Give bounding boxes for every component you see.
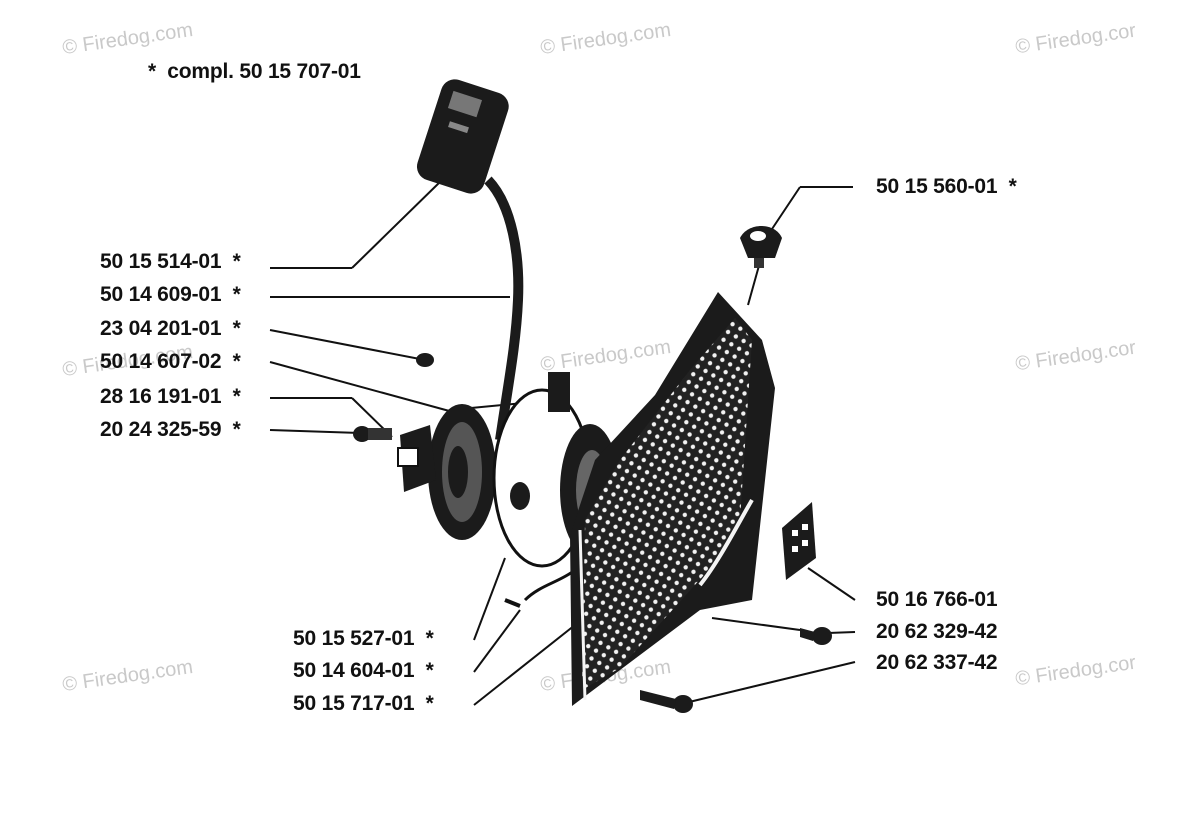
part-number-bottom: 50 15 717-01 *	[293, 692, 434, 715]
part-number-left: 50 14 607-02 *	[100, 350, 241, 373]
part-number-right: 50 16 766-01	[876, 588, 998, 611]
part-number-left: 50 15 514-01 *	[100, 250, 241, 273]
starter-handle	[416, 79, 524, 441]
screw-part	[416, 353, 434, 367]
rope-pulley	[397, 404, 496, 540]
part-number-bottom: 50 15 527-01 *	[293, 627, 434, 650]
starter-housing	[570, 292, 775, 706]
cap-part	[740, 226, 782, 268]
part-number-left: 23 04 201-01 *	[100, 317, 241, 340]
part-number-bottom: 50 14 604-01 *	[293, 659, 434, 682]
screw-20-62-337-42	[640, 690, 693, 713]
part-number-left: 28 16 191-01 *	[100, 385, 241, 408]
screw-20-62-329-42	[800, 627, 832, 645]
pawl-bolt	[353, 426, 392, 442]
part-number-left: 20 24 325-59 *	[100, 418, 241, 441]
part-number-right: 20 62 337-42	[876, 651, 998, 674]
part-number-right: 50 15 560-01 *	[876, 175, 1017, 198]
part-number-right: 20 62 329-42	[876, 620, 998, 643]
plate-part	[782, 502, 816, 580]
kit-note: * compl. 50 15 707-01	[148, 60, 361, 83]
part-number-left: 50 14 609-01 *	[100, 283, 241, 306]
